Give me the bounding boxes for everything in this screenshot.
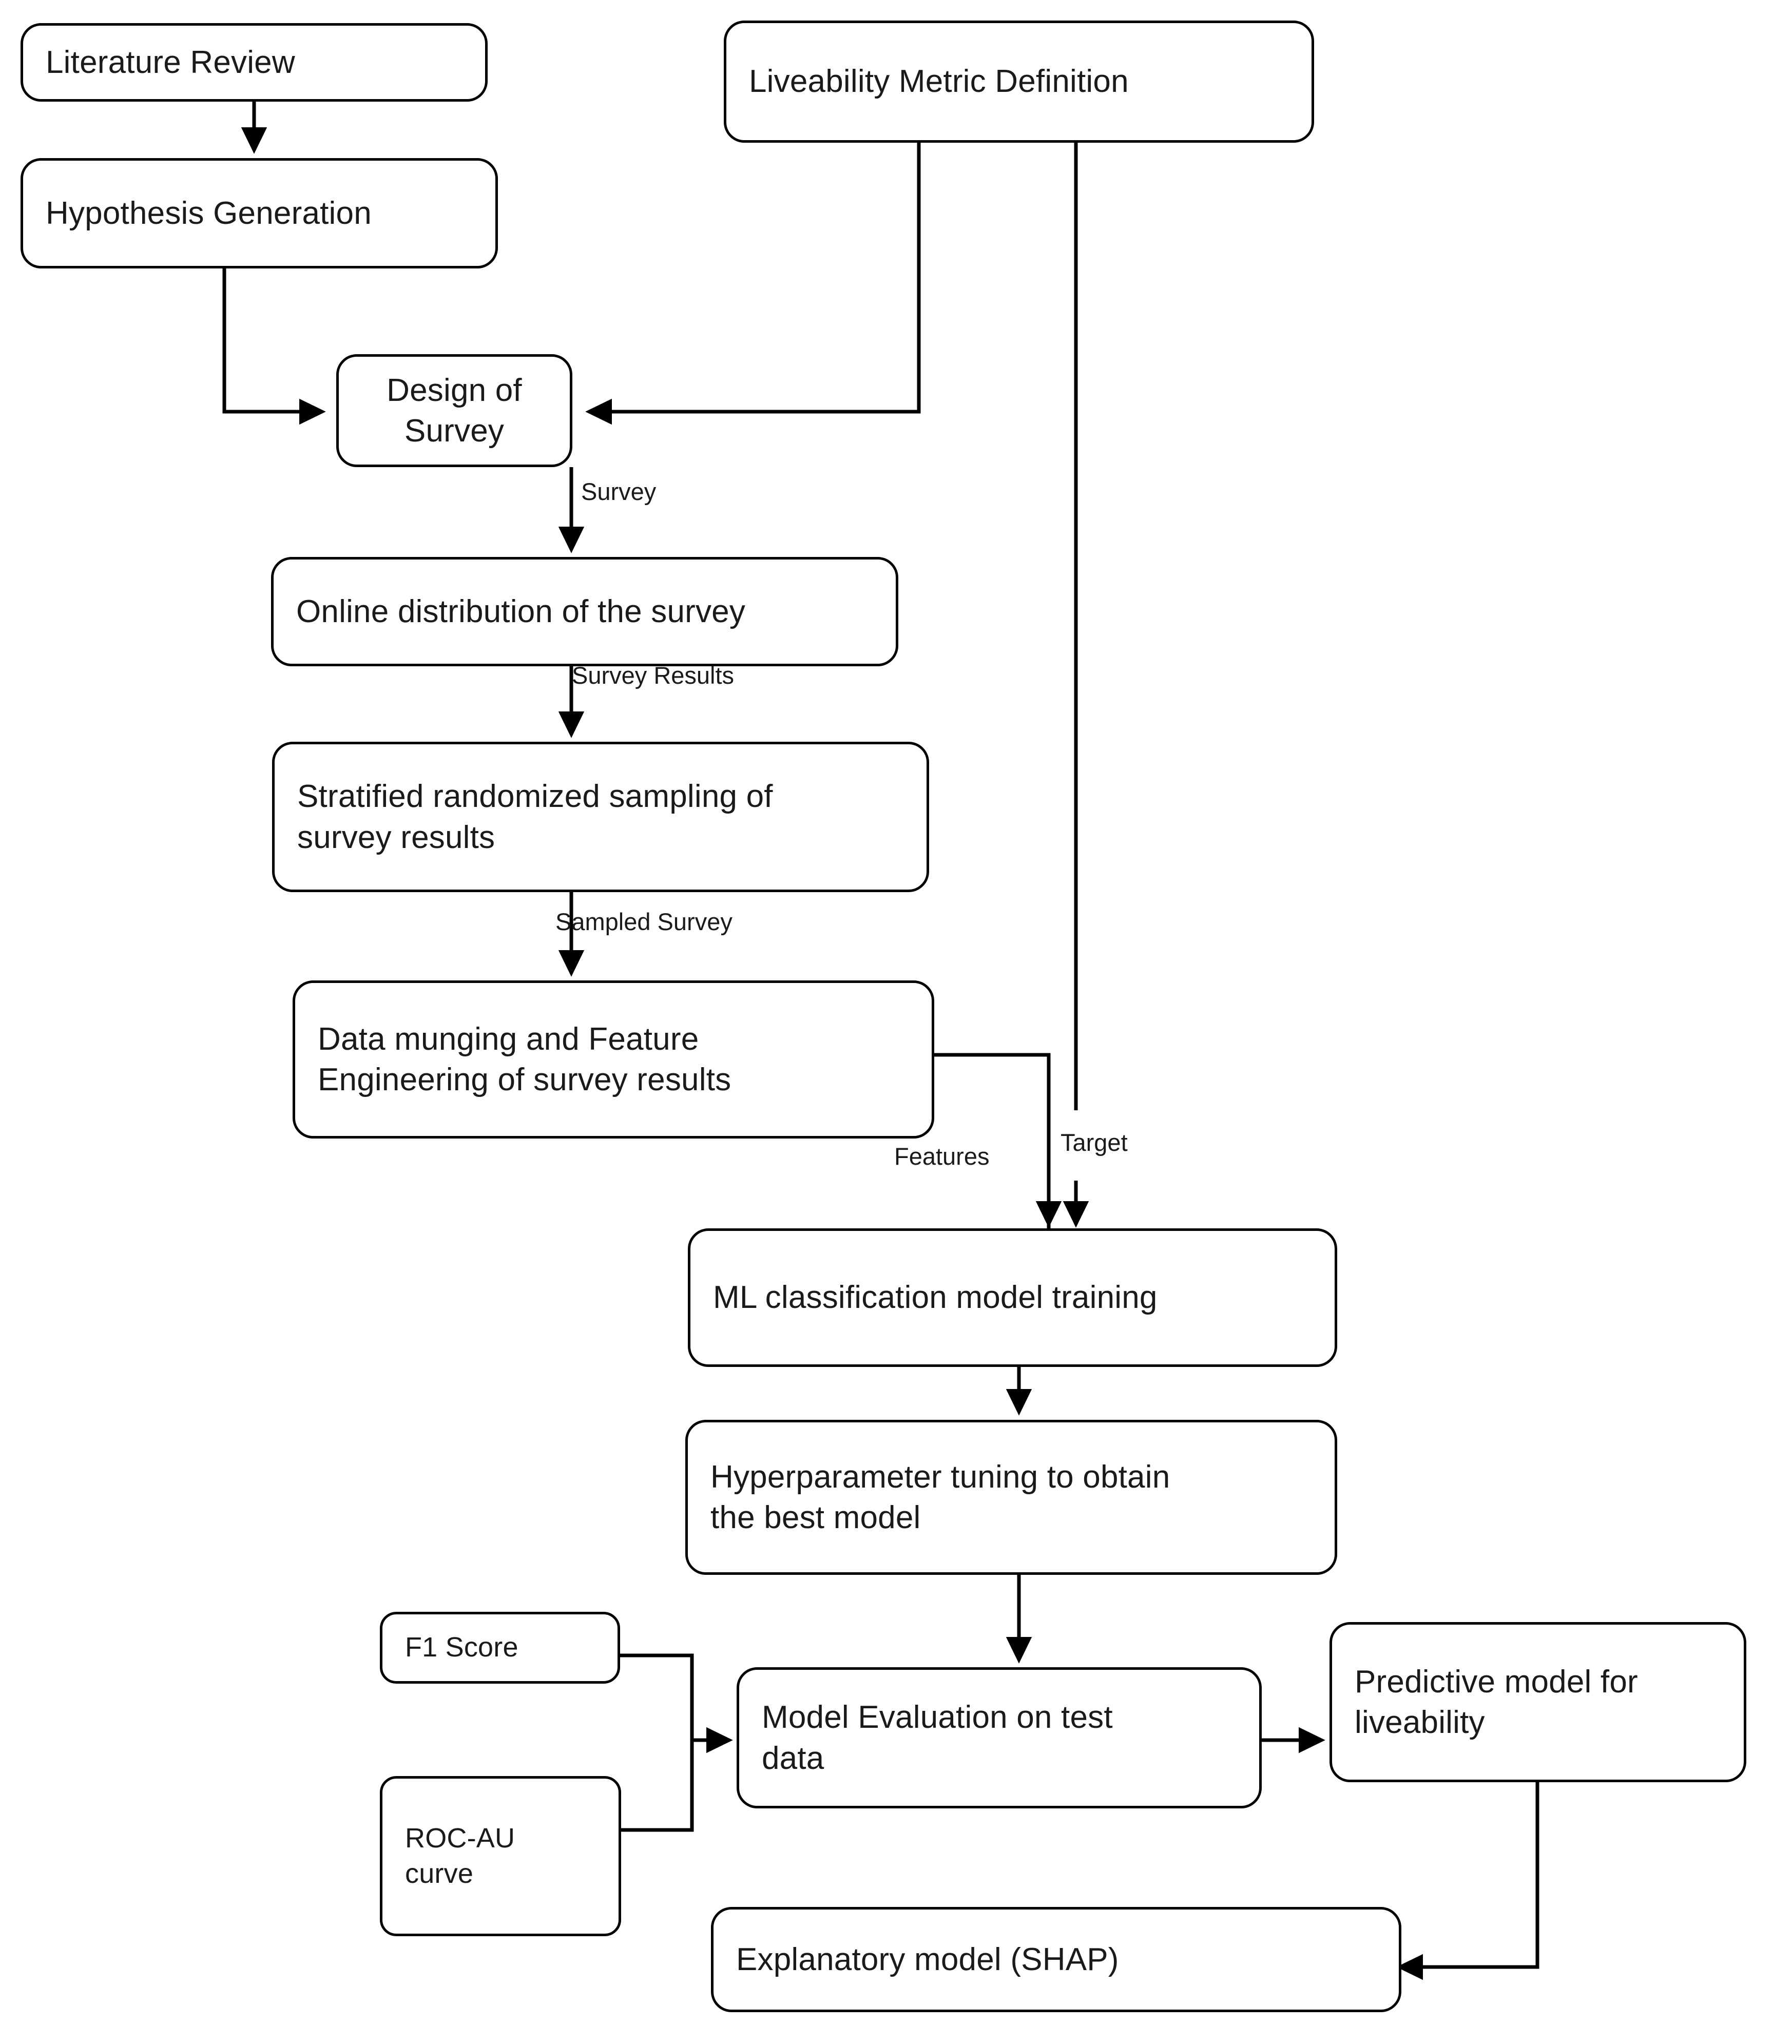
node-label: Stratified randomized sampling of survey… <box>297 779 773 855</box>
node-literature-review[interactable]: Literature Review <box>21 23 488 102</box>
node-label: Model Evaluation on test data <box>762 1700 1113 1776</box>
node-label: ML classification model training <box>713 1280 1158 1316</box>
edge-label-survey-results: Survey Results <box>572 662 735 689</box>
node-label: Design of Survey <box>387 372 522 449</box>
node-ml-classification-training[interactable]: ML classification model training <box>688 1228 1337 1367</box>
node-label: Online distribution of the survey <box>296 593 746 629</box>
edge-hypothesis-to-design-survey <box>222 268 326 425</box>
edge-predictive-model-to-explanatory-model <box>1396 1782 1539 1980</box>
node-online-distribution[interactable]: Online distribution of the survey <box>271 557 898 666</box>
node-liveability-metric-definition[interactable]: Liveability Metric Definition <box>724 21 1314 143</box>
node-predictive-model[interactable]: Predictive model for liveability <box>1329 1622 1746 1782</box>
edge-label-target: Target <box>1061 1129 1128 1156</box>
node-label: Explanatory model (SHAP) <box>736 1941 1119 1977</box>
node-design-of-survey[interactable]: Design of Survey <box>336 354 572 467</box>
node-hypothesis-generation[interactable]: Hypothesis Generation <box>21 158 498 268</box>
edge-label-sampled-survey: Sampled Survey <box>555 908 733 935</box>
edge-liveability-to-design-survey <box>585 143 921 425</box>
node-explanatory-model-shap[interactable]: Explanatory model (SHAP) <box>711 1907 1401 2012</box>
node-hyperparameter-tuning[interactable]: Hyperparameter tuning to obtain the best… <box>685 1420 1337 1575</box>
node-label: F1 Score <box>405 1632 518 1663</box>
node-label: ROC-AU curve <box>405 1822 515 1889</box>
edge-label-survey: Survey <box>581 478 657 505</box>
node-label: Liveability Metric Definition <box>749 64 1129 100</box>
node-data-munging[interactable]: Data munging and Feature Engineering of … <box>293 980 934 1139</box>
node-label: Literature Review <box>46 44 295 80</box>
node-label: Hypothesis Generation <box>46 195 372 231</box>
node-stratified-sampling[interactable]: Stratified randomized sampling of survey… <box>272 742 929 892</box>
edge-label-features: Features <box>894 1143 990 1170</box>
node-label: Data munging and Feature Engineering of … <box>318 1021 731 1097</box>
node-roc-au-curve[interactable]: ROC-AU curve <box>380 1776 621 1936</box>
node-label: Predictive model for liveability <box>1355 1664 1638 1740</box>
edge-metrics-to-model-evaluation <box>619 1653 733 1832</box>
node-model-evaluation[interactable]: Model Evaluation on test data <box>737 1667 1262 1808</box>
node-label: Hyperparameter tuning to obtain the best… <box>710 1459 1170 1535</box>
node-f1-score[interactable]: F1 Score <box>380 1612 620 1684</box>
